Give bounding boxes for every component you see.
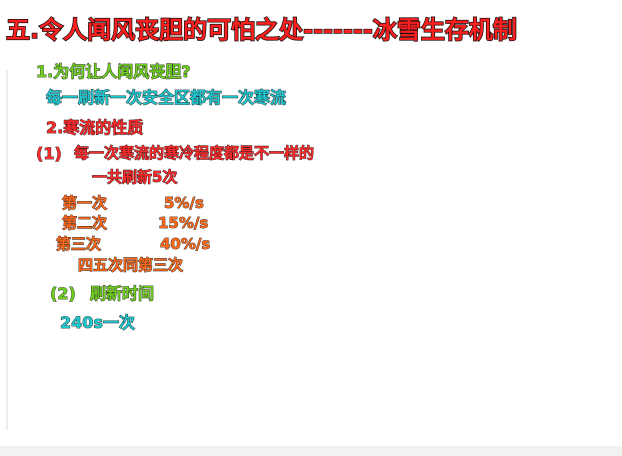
row-label-2: 第二次 <box>62 214 108 232</box>
section1-question: 1.为何让人闻风丧胆? <box>36 62 191 81</box>
point1-text: 每一次寒流的寒冷程度都是不一样的 <box>74 144 315 162</box>
point2-label: (2) <box>50 284 77 303</box>
section2-heading: 2.寒流的性质 <box>46 118 144 137</box>
row-value-1: 5%/s <box>164 194 205 212</box>
row-label-1: 第一次 <box>62 194 108 212</box>
point1-label: (1) <box>36 144 63 163</box>
page-left-edge <box>6 70 8 430</box>
row-label-3: 第三次 <box>56 235 102 253</box>
row-value-3: 40%/s <box>160 235 211 253</box>
refresh-total: 一共刷新5次 <box>92 168 178 186</box>
section1-answer: 每一刷新一次安全区都有一次寒流 <box>46 88 287 107</box>
page-bottom-edge <box>0 446 622 456</box>
row-note: 四五次同第三次 <box>78 256 184 274</box>
page-title: 五.令人闻风丧胆的可怕之处-------冰雪生存机制 <box>5 16 517 44</box>
point2-text: 刷新时间 <box>90 284 155 303</box>
row-value-2: 15%/s <box>158 214 209 232</box>
refresh-interval: 240s一次 <box>60 313 136 332</box>
